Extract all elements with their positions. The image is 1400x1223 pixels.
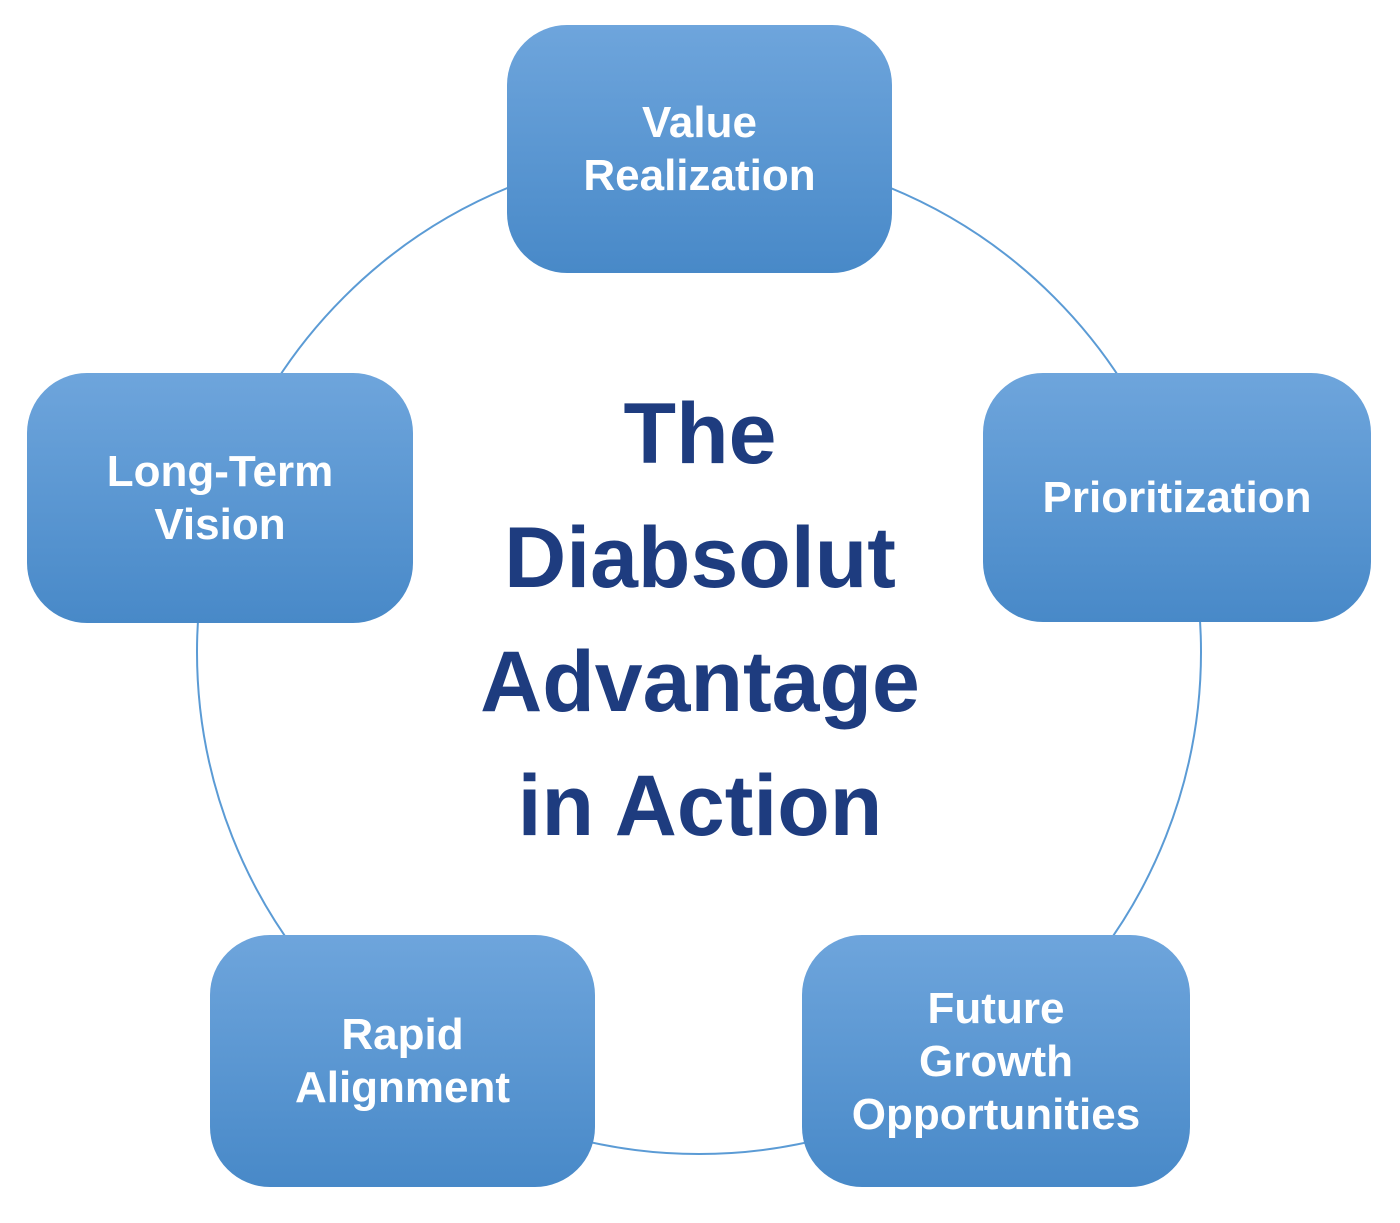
- node-rapid-alignment: Rapid Alignment: [210, 935, 595, 1187]
- node-value-realization: Value Realization: [507, 25, 892, 273]
- node-prioritization: Prioritization: [983, 373, 1371, 622]
- node-future-growth-opportunities-label: Future Growth Opportunities: [851, 983, 1141, 1139]
- node-long-term-vision: Long-Term Vision: [27, 373, 413, 623]
- diagram-title: The Diabsolut Advantage in Action: [480, 386, 920, 854]
- node-value-realization-label: Value Realization: [583, 98, 816, 200]
- node-future-growth-opportunities: Future Growth Opportunities: [802, 935, 1190, 1187]
- node-rapid-alignment-label: Rapid Alignment: [294, 1010, 511, 1112]
- node-long-term-vision-label: Long-Term Vision: [106, 447, 334, 549]
- node-prioritization-label: Prioritization: [1042, 473, 1312, 522]
